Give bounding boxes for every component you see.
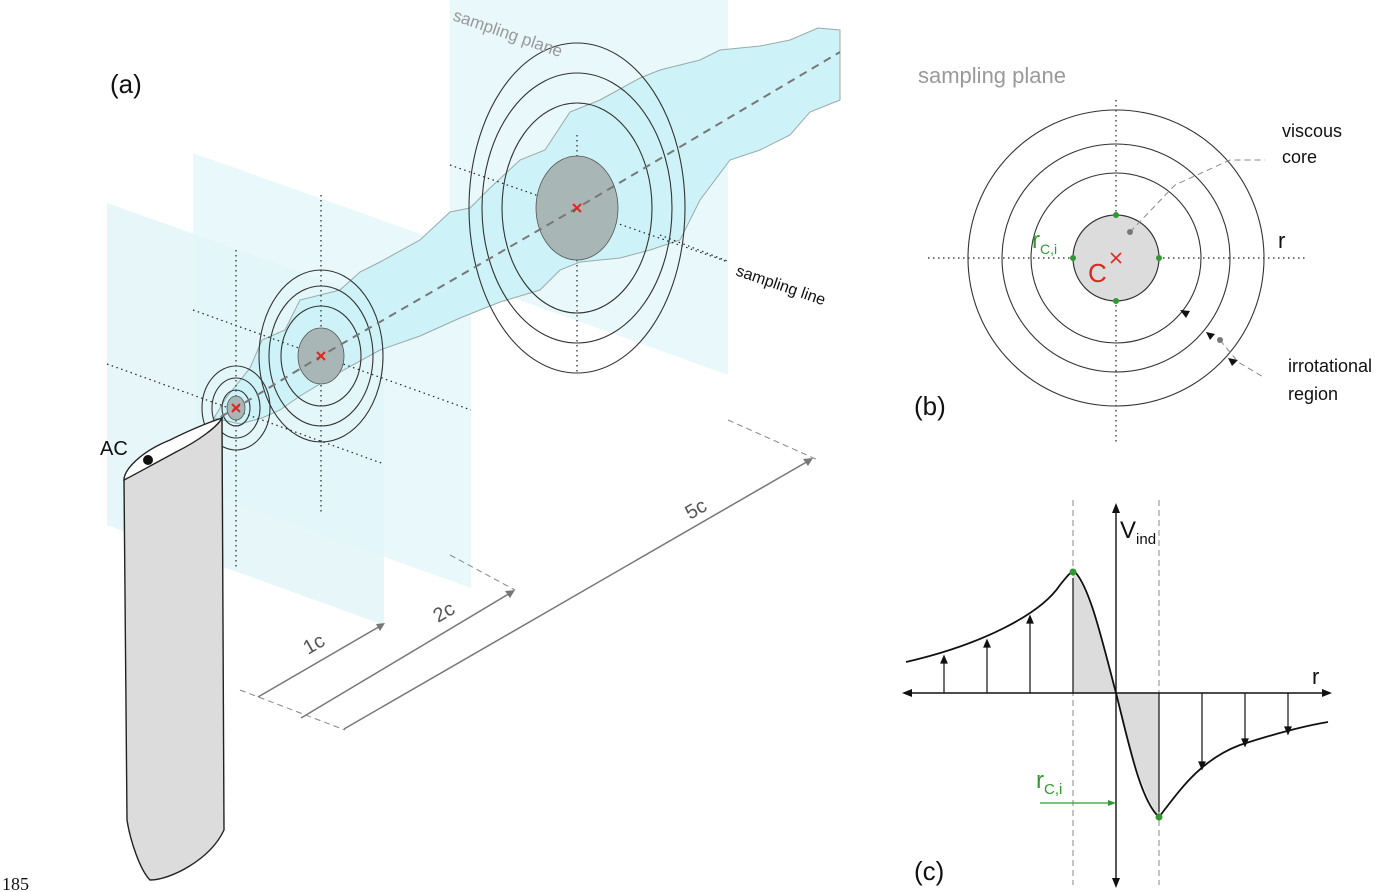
streamlines-plane-3 [468, 42, 686, 374]
c-rc-main: r [1036, 767, 1044, 794]
c-rc-label: rC,i [1036, 767, 1062, 798]
b-r-label: r [1278, 228, 1285, 253]
c-v-sub: ind [1136, 531, 1156, 548]
irrotational-leader [1219, 339, 1266, 379]
c-v-label: Vind [1120, 517, 1156, 548]
c-shaded-right [1116, 693, 1159, 817]
b-core-points [1070, 212, 1162, 304]
viscous-label-2: core [1282, 147, 1317, 167]
b-streamline-1 [1030, 172, 1202, 344]
b-streamline-3 [967, 109, 1265, 407]
vortex-center-markers [231, 203, 582, 413]
irrotational-label-1: irrotational [1288, 356, 1372, 376]
streamlines-plane-1 [201, 365, 271, 451]
panel-b-label: (b) [914, 391, 946, 421]
c-velocity-profile [905, 570, 1329, 819]
ac-label: AC [100, 438, 128, 460]
c-v-main: V [1120, 517, 1136, 544]
panel-a-label: (a) [110, 69, 142, 99]
figure-number: 185 [2, 874, 29, 892]
panel-b: sampling plane viscous core irrotatio [914, 63, 1372, 445]
b-rc-main: r [1032, 227, 1040, 254]
panel-a: (a) sampling plane sampling line AC 1c 2… [100, 0, 841, 881]
panel-b-title: sampling plane [918, 63, 1066, 88]
c-arrows-down [1158, 693, 1292, 812]
sampling-line-label: sampling line [734, 263, 828, 310]
c-r-label: r [1312, 664, 1319, 689]
b-center-label: C [1088, 258, 1107, 288]
panel-c: Vind r rC,i (c) [902, 500, 1332, 888]
vortex-wake [213, 27, 841, 425]
viscous-leader [1129, 159, 1265, 233]
b-streamline-2 [1001, 143, 1231, 373]
ac-point [143, 455, 153, 465]
distance-arrows [239, 419, 819, 731]
irrotational-label-2: region [1288, 384, 1338, 404]
c-rc-sub: C,i [1044, 781, 1062, 798]
streamlines-plane-2 [258, 269, 384, 443]
blade [123, 416, 225, 881]
viscous-label-1: viscous [1282, 121, 1342, 141]
c-arrows-up [940, 578, 1074, 693]
b-rc-label: rC,i [1032, 227, 1057, 257]
panel-c-label: (c) [914, 856, 944, 886]
b-center-marker [1110, 252, 1122, 264]
c-shaded-left [1073, 572, 1116, 693]
distance-1c-label: 1c [300, 630, 329, 660]
b-rc-sub: C,i [1040, 241, 1057, 257]
distance-2c-label: 2c [430, 598, 459, 628]
